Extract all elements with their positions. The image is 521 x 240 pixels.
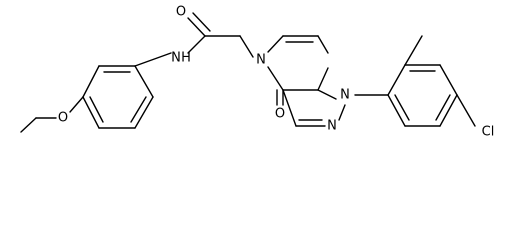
bond (317, 35, 329, 54)
atom-o-ring-ketone: O (275, 107, 285, 122)
atom-n1-pyrazole: N (340, 88, 350, 103)
bond (20, 117, 37, 133)
atom-n-amide-hydrogen: H (181, 51, 191, 66)
atom-n-amide: N (171, 51, 181, 66)
bond (267, 66, 284, 91)
atom-n5-ring: N (256, 53, 266, 68)
atom-o-carbonyl-amide: O (176, 5, 186, 20)
bond (134, 96, 154, 129)
atom-cl: Cl (482, 125, 495, 140)
molecule-structure: O N H N O N N O Cl (20, 5, 494, 140)
bond (82, 65, 100, 98)
bond (394, 94, 410, 121)
bond (187, 35, 206, 54)
bond (267, 35, 284, 53)
bond (89, 96, 104, 123)
bond (134, 65, 154, 98)
bond (439, 94, 458, 127)
bond (435, 94, 451, 121)
bond (387, 64, 406, 96)
bond (317, 67, 329, 91)
bond (239, 35, 254, 58)
bond (317, 89, 337, 100)
bond (69, 96, 84, 113)
bond (192, 12, 211, 32)
atom-labels: O N H N O N N O Cl (58, 5, 494, 140)
bond (130, 96, 147, 123)
bond (456, 94, 476, 127)
bond (387, 94, 406, 127)
bond (439, 64, 458, 96)
bond (187, 17, 206, 37)
bond (82, 96, 100, 129)
bond (404, 35, 423, 66)
bonds (20, 12, 476, 133)
bond (134, 52, 172, 67)
bond (282, 89, 297, 127)
atom-n2-pyrazole: N (327, 119, 337, 134)
bond (338, 104, 346, 121)
atom-o-ether: O (58, 111, 68, 126)
